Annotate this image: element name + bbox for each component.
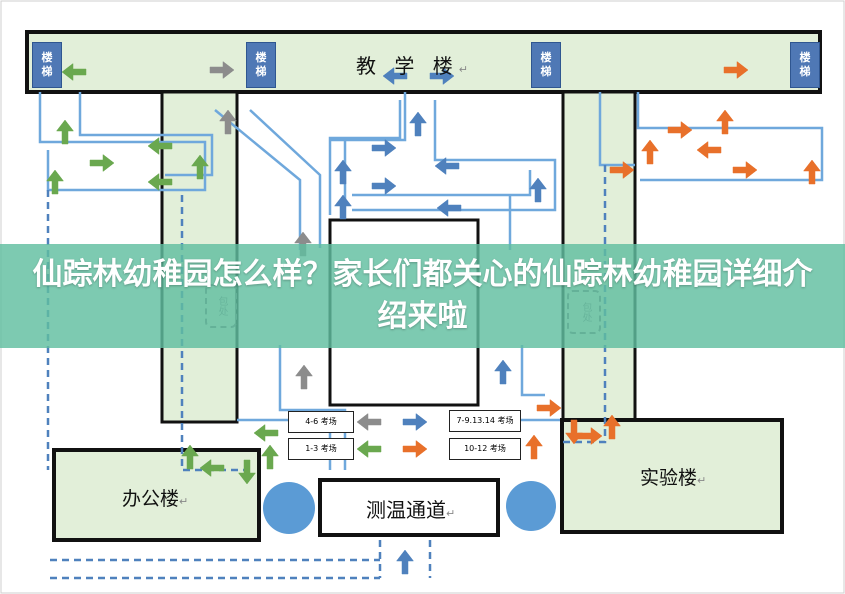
stair-3-label: 楼梯 [540,51,552,78]
room-10-12: 10-12 考场 [449,438,521,460]
route-arrow-u-19 [529,177,547,203]
route-arrow-u-21 [641,139,659,165]
banner-title: 仙踪林幼稚园怎么样？家长们都关心的仙踪林幼稚园详细介绍来啦 [32,257,813,334]
route-arrow-l-37 [199,459,225,477]
route-arrow-r-26 [732,161,758,179]
title-banner [0,244,845,348]
route-arrow-r-1 [209,61,235,79]
temp-check-label: 测温通道↵ [366,498,456,522]
route-arrow-u-5 [56,119,74,145]
route-arrow-u-29 [494,359,512,385]
stair-2-label: 楼梯 [255,51,267,78]
route-arrow-u-6 [219,109,237,135]
route-arrow-l-0 [61,63,87,81]
left-circle [263,482,315,534]
route-arrow-r-31 [402,413,428,431]
route-arrow-r-42 [577,427,603,445]
route-arrow-r-8 [89,154,115,172]
route-arrow-u-41 [603,414,621,440]
office-building-label: 办公楼↵ [122,488,189,510]
stair-4-label: 楼梯 [799,51,811,78]
route-arrow-u-28 [295,364,313,390]
lab-building-label: 实验楼↵ [640,467,707,489]
route-arrow-u-43 [525,434,543,460]
route-arrow-d-38 [238,459,256,485]
route-arrow-r-25 [609,161,635,179]
route-arrow-u-23 [716,109,734,135]
right-circle [506,481,556,531]
route-arrow-r-14 [371,139,397,157]
room-7-9-13-14: 7-9.13.14 考场 [449,410,521,432]
route-arrow-r-3 [429,67,455,85]
route-arrow-l-20 [436,199,462,217]
office-building [52,448,261,542]
route-arrow-l-11 [147,173,173,191]
route-arrow-l-2 [382,67,408,85]
route-arrow-u-16 [334,194,352,220]
stair-1: 楼梯 [32,42,62,88]
stair-4: 楼梯 [790,42,820,88]
route-arrow-u-36 [181,444,199,470]
route-arrow-u-44 [396,549,414,575]
route-arrow-r-33 [402,440,428,458]
route-arrow-u-10 [191,154,209,180]
route-arrow-r-22 [667,121,693,139]
route-arrow-l-32 [356,440,382,458]
route-arrow-u-15 [409,111,427,137]
route-arrow-l-24 [696,141,722,159]
stair-1-label: 楼梯 [41,51,53,78]
temp-check-box [318,478,500,537]
room-4-6: 4-6 考场 [288,411,354,433]
route-arrow-l-30 [356,413,382,431]
route-arrow-r-4 [723,61,749,79]
route-arrow-u-35 [261,444,279,470]
route-arrow-l-9 [147,137,173,155]
route-arrow-u-27 [803,159,821,185]
stair-2: 楼梯 [246,42,276,88]
route-arrow-r-17 [371,177,397,195]
teaching-building-band [25,30,822,94]
stair-3: 楼梯 [531,42,561,88]
room-1-3: 1-3 考场 [288,438,354,460]
route-arrow-u-13 [334,159,352,185]
route-arrow-u-7 [46,169,64,195]
route-arrow-r-39 [536,399,562,417]
route-arrow-l-34 [253,424,279,442]
teaching-building-label: 教 学 楼↵ [356,54,474,78]
arrow-layer [46,61,821,575]
route-arrow-l-18 [434,157,460,175]
